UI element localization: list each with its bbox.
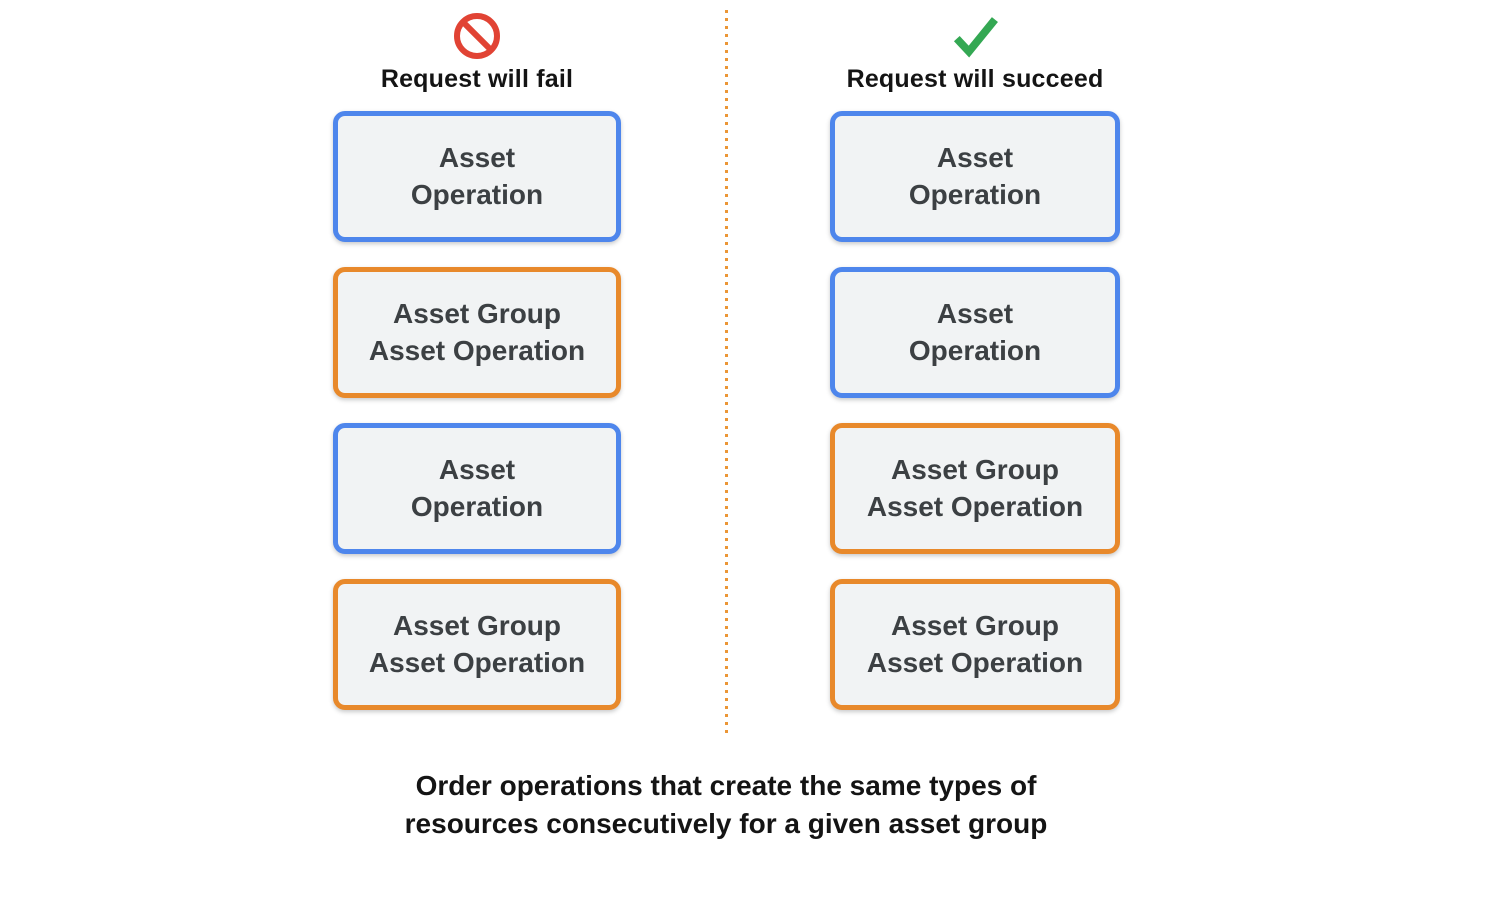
succeed-heading: Request will succeed <box>846 65 1104 93</box>
asset-operation-box: Asset Operation <box>830 111 1120 242</box>
fail-heading: Request will fail <box>380 65 574 93</box>
fail-column: Request will fail Asset Operation Asset … <box>333 10 621 710</box>
asset-group-asset-operation-box: Asset Group Asset Operation <box>333 579 621 710</box>
asset-group-asset-operation-box: Asset Group Asset Operation <box>333 267 621 398</box>
succeed-column: Request will succeed Asset Operation Ass… <box>830 10 1120 710</box>
checkmark-icon <box>949 10 1001 62</box>
asset-operation-box: Asset Operation <box>333 111 621 242</box>
asset-group-asset-operation-box: Asset Group Asset Operation <box>830 423 1120 554</box>
asset-operation-box: Asset Operation <box>333 423 621 554</box>
asset-group-asset-operation-box: Asset Group Asset Operation <box>830 579 1120 710</box>
asset-operation-box: Asset Operation <box>830 267 1120 398</box>
succeed-boxes: Asset Operation Asset Operation Asset Gr… <box>830 111 1120 710</box>
dotted-divider <box>725 10 728 738</box>
caption-line-2: resources consecutively for a given asse… <box>404 807 1048 839</box>
caption-line-1: Order operations that create the same ty… <box>415 770 1037 801</box>
fail-boxes: Asset Operation Asset Group Asset Operat… <box>333 111 621 710</box>
prohibition-icon <box>451 10 503 62</box>
caption: Order operations that create the same ty… <box>0 767 1452 843</box>
